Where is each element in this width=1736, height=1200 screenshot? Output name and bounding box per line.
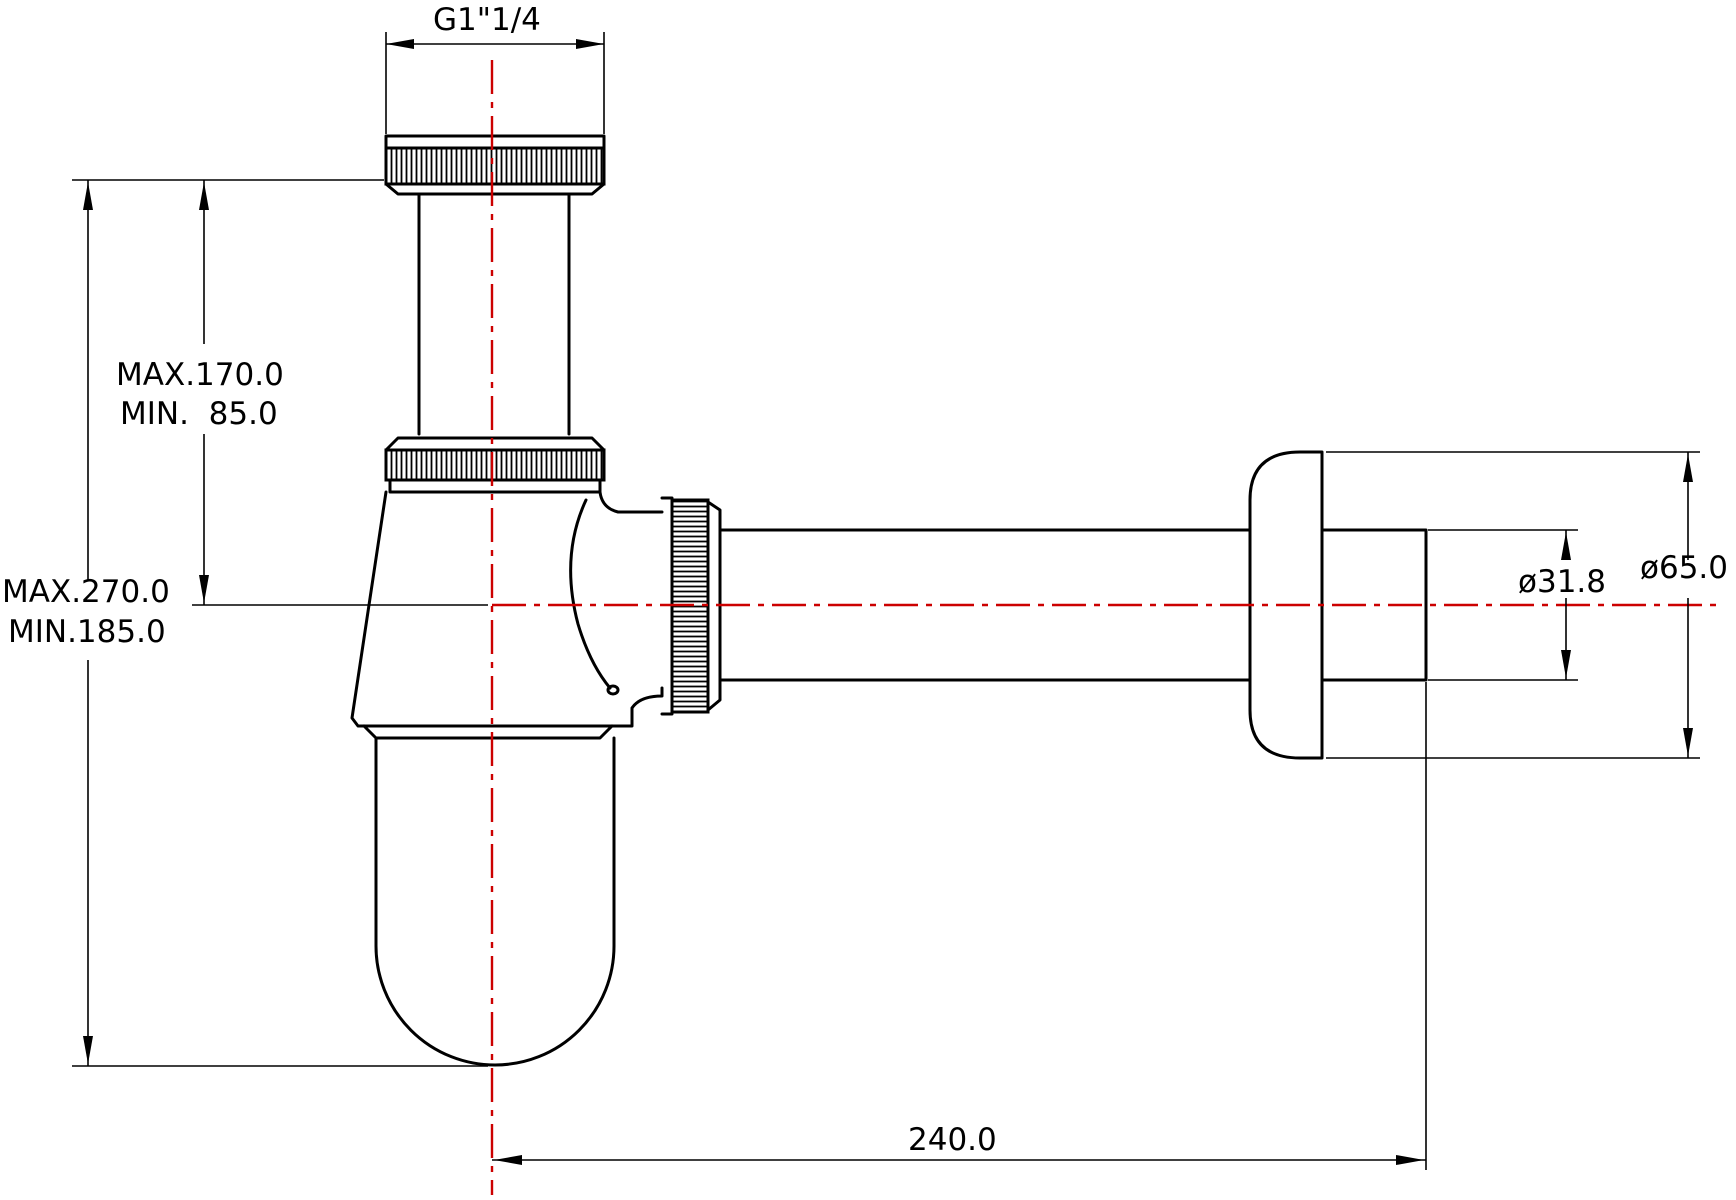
pipe-diameter-dimension: ø31.8 — [1428, 529, 1606, 681]
rosette-diameter-label: ø65.0 — [1640, 550, 1728, 586]
tube-adjust-dimension: MAX.170.0 MIN. 85.0 — [116, 179, 384, 605]
pipe-diameter-label: ø31.8 — [1518, 564, 1606, 600]
bottle-cup — [362, 724, 616, 1067]
tube-adjust-max-label: MAX.170.0 — [116, 357, 284, 393]
wall-rosette — [1248, 450, 1324, 760]
center-lines — [490, 60, 1722, 1195]
wall-distance-dimension: 240.0 — [492, 682, 1427, 1170]
wall-distance-label: 240.0 — [908, 1122, 997, 1158]
height-max-label: MAX.270.0 — [2, 574, 170, 610]
height-dimension: MAX.270.0 MIN.185.0 — [2, 179, 488, 1067]
horizontal-outlet-pipe — [718, 528, 1428, 682]
thread-dimension: G1"1/4 — [385, 2, 605, 134]
vertical-inlet-tube — [417, 192, 571, 436]
tube-adjust-min-label: MIN. 85.0 — [120, 396, 278, 432]
trap-body — [350, 490, 664, 728]
rosette-diameter-dimension: ø65.0 — [1326, 451, 1728, 759]
thread-label: G1"1/4 — [433, 2, 541, 38]
top-coupling-nut — [384, 134, 606, 196]
height-min-label: MIN.185.0 — [8, 614, 166, 650]
middle-coupling-nut — [384, 436, 606, 494]
